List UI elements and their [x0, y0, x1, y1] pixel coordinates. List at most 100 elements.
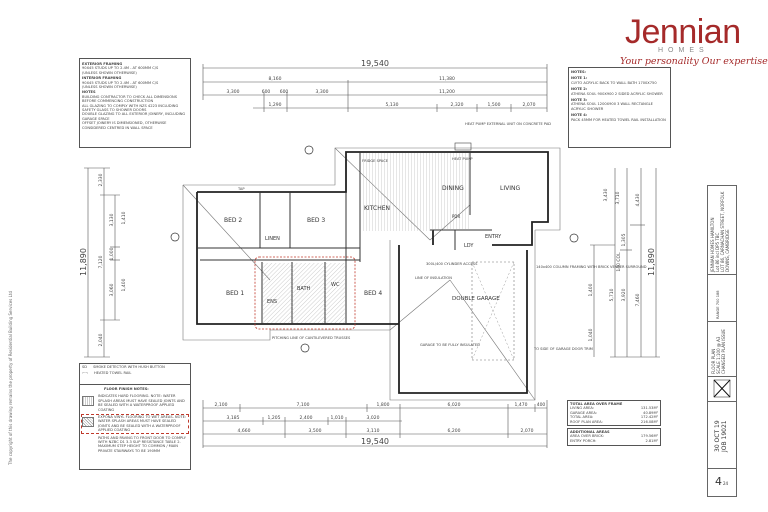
dimension-label: 7,120	[98, 255, 104, 268]
dimension-label: 1,410	[121, 211, 127, 224]
dimension-label: 4,430	[635, 193, 641, 206]
dimension-label: 1,040	[588, 328, 594, 341]
towel-rail-label: HEATED TOWEL RAIL	[94, 371, 132, 376]
note-title: NOTE 2:	[571, 87, 588, 92]
note-line: OFFSET JOINERY IS DIMENSIONED, OTHERWISE…	[82, 121, 167, 130]
area-value: 40.89m²	[643, 410, 658, 415]
area-value: 216.08m²	[640, 419, 658, 424]
note-text: CLYTO ACRYLIC BACK TO WALL BATH 1700x750	[571, 80, 657, 85]
dimension-label: 5,710	[609, 288, 615, 301]
dimension-label: 3,020	[367, 415, 380, 421]
dimension-label: 2,040	[98, 333, 104, 346]
insulation-label: LINE OF INSULATION	[415, 276, 452, 280]
note-line: DOUBLE GLAZING TO ALL EXTERIOR JOINERY, …	[82, 112, 186, 121]
dimension-label: 600	[280, 89, 289, 95]
note-line: 90x45 STUDS UP TO 2.4m - AT 600mm c/s	[82, 66, 159, 71]
dining-hatch	[361, 153, 469, 231]
dimension-label: 1,305	[621, 233, 627, 246]
note-text: ATHENA SOUL 900x900 2 SIDED ACRYLIC SHOW…	[571, 91, 663, 96]
room-label-pdr: PDR	[452, 214, 460, 219]
note-line: ALL GLAZING TO COMPLY WITH NZS 4223 INCL…	[82, 103, 179, 113]
dimension-label: 7,460	[635, 293, 641, 306]
section-marker-icon	[300, 343, 310, 353]
area-value: 179.56m²	[640, 434, 658, 439]
range-section: RANGE 700 188	[708, 275, 736, 322]
room-label-bed1: BED 1	[226, 290, 244, 297]
dimension-label: 11,890	[79, 248, 88, 276]
plan-annotations: HEAT PUMP HEAT PUMP EXTERNAL UNIT ON CON…	[237, 122, 647, 351]
cross-stamp-icon	[713, 379, 731, 398]
sheet-number: 4	[715, 475, 722, 488]
section-marker-icon	[304, 145, 314, 155]
area-row: ENTRY PORCH:2.81m²	[570, 439, 658, 443]
area-row: LIVING AREA:131.53m²	[570, 406, 658, 410]
brand-tagline: Your personality Our expertise	[620, 56, 768, 67]
dimension-label: 6,200	[448, 428, 461, 434]
cylinder-label: 300L/400 CYLINDER ACCESS	[426, 262, 478, 266]
dimension-label: 2,070	[523, 102, 536, 108]
note-line: (UNLESS SHOWN OTHERWISE)	[82, 85, 137, 90]
dimension-label: 1,205	[268, 415, 281, 421]
job-section: 30 OCT 19 JOB 19021	[708, 402, 736, 469]
room-label-kitchen: KITCHEN	[364, 205, 390, 212]
dimension-label: 19,540	[361, 59, 389, 68]
floor-finish-item: EXPONA VINYL FLOORING TO WET AREAS. NOTE…	[81, 414, 189, 434]
tap-label: TAP	[237, 187, 245, 191]
fixture-notes-title: NOTES:	[571, 70, 586, 74]
dimension-label: 2,400	[300, 415, 313, 421]
section-markers	[170, 145, 579, 353]
dimension-label: 2,100	[215, 402, 228, 408]
dimension-lines	[84, 64, 660, 448]
room-labels: BED 2 BED 3 LINEN KITCHEN DINING LIVING …	[224, 185, 520, 305]
floor-finish-swatch-icon	[82, 417, 94, 428]
floor-finish-item: INDICATES HARD FLOORING. NOTE: WATER SPL…	[82, 394, 188, 412]
smoke-detector-label: SMOKE DETECTOR WITH HUSH BUTTON	[93, 365, 165, 369]
smoke-detector-icon: SD	[82, 365, 88, 369]
dimension-label: 3,710	[615, 191, 621, 204]
dimension-label: 3,130	[109, 213, 115, 226]
dimension-label: 3,185	[227, 415, 240, 421]
fixture-notes: NOTES: NOTE 1:CLYTO ACRYLIC BACK TO WALL…	[568, 67, 671, 148]
area-row: GARAGE AREA:40.89m²	[570, 411, 658, 415]
area-value: 2.81m²	[645, 438, 658, 443]
section-marker-icon	[170, 232, 180, 242]
dimension-label: 1,800	[377, 402, 390, 408]
floor-finish-text: PATHS AND PAVING TO FRONT DOOR TO COMPLY…	[98, 435, 186, 453]
exterior-walls	[196, 151, 549, 394]
note-line: (UNLESS SHOWN OTHERWISE)	[82, 70, 137, 75]
note-title: NOTE 1:	[571, 76, 588, 81]
area-value: 131.53m²	[640, 406, 658, 411]
dimension-label: 140 COL	[616, 252, 622, 272]
garage-insulated-label: GARAGE TO BE FULLY INSULATED	[420, 343, 480, 347]
dimension-label: 3,300	[227, 89, 240, 95]
note-text: PACK 45mm FOR HEATED TOWEL RAIL INSTALLA…	[571, 117, 666, 122]
floor-finish-text: EXPONA VINYL FLOORING TO WET AREAS. NOTE…	[98, 415, 187, 433]
sheet-total: 24	[723, 481, 729, 486]
room-label-living: LIVING	[500, 185, 520, 192]
note-line: 90x45 STUDS UP TO 2.4m - AT 600mm c/s	[82, 80, 159, 85]
dimension-label: 11,890	[647, 248, 656, 276]
dimension-label: 11,380	[439, 76, 455, 82]
area-label: ROOF PLAN AREA:	[570, 419, 603, 424]
dimension-label: 2,070	[521, 428, 534, 434]
floor-finish-item: PATHS AND PAVING TO FRONT DOOR TO COMPLY…	[82, 436, 188, 454]
area-row: ROOF PLAN AREA: 216.08m²	[570, 420, 658, 424]
note-title: NOTE 4:	[571, 113, 588, 118]
room-label-wc: WC	[331, 282, 340, 288]
note-section-title: INTERIOR FRAMING	[82, 76, 122, 81]
room-label-entry: ENTRY	[485, 234, 502, 240]
framing-notes-content: EXTERIOR FRAMING90x45 STUDS UP TO 2.4m -…	[82, 62, 188, 130]
section-marker-icon	[569, 233, 579, 243]
dimension-label: 1,400	[121, 278, 127, 291]
floor-finish-title: FLOOR FINISH NOTES:	[104, 387, 149, 391]
car-space	[471, 261, 515, 361]
brand-sub: HOMES	[658, 47, 709, 54]
fridge-label: FRIDGE SPACE	[362, 159, 389, 163]
dimension-label: 1,500	[488, 102, 501, 108]
dimension-label: 3,920	[621, 288, 627, 301]
dimension-label: 8,160	[269, 76, 282, 82]
sheet-section: 4 24	[708, 469, 736, 496]
dimension-label: 2,320	[451, 102, 464, 108]
